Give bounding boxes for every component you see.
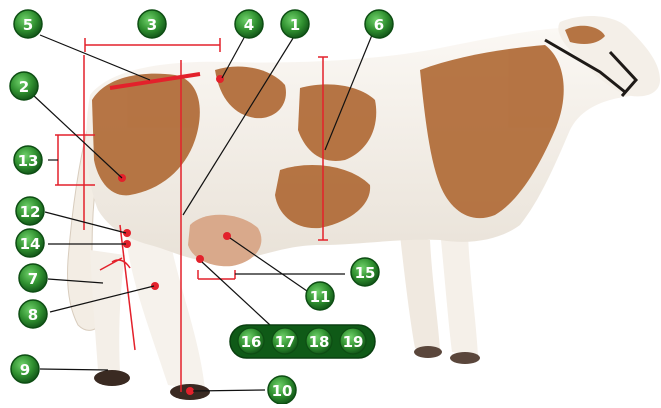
badge-5-text: 5 <box>23 16 33 34</box>
badge-11: 11 <box>305 281 335 311</box>
leader-5 <box>39 34 151 81</box>
point-teat <box>196 255 204 263</box>
badge-10-text: 10 <box>272 382 293 400</box>
badge-group-16-19: 16 17 18 19 <box>229 324 376 359</box>
badge-19-text: 19 <box>343 333 364 351</box>
leader-10 <box>192 389 266 392</box>
leader-1 <box>182 34 296 216</box>
badge-17: 17 <box>271 327 299 355</box>
label-badges: 1 2 3 4 5 6 7 8 <box>9 9 394 405</box>
leader-7 <box>47 278 104 284</box>
badge-5: 5 <box>13 9 43 39</box>
badge-12-text: 12 <box>20 203 41 221</box>
cow-tail <box>67 99 111 331</box>
hoof-front-far <box>414 346 442 358</box>
badge-7: 7 <box>18 263 48 293</box>
badge-6-text: 6 <box>374 16 384 34</box>
leader-4 <box>221 35 246 79</box>
badge-18: 18 <box>305 327 333 355</box>
badge-18-text: 18 <box>309 333 330 351</box>
badge-15-text: 15 <box>355 264 376 282</box>
point-udder <box>223 232 231 240</box>
badge-2-text: 2 <box>19 78 29 96</box>
badge-group-pill <box>229 324 376 359</box>
leader-12 <box>44 211 127 234</box>
badge-17-text: 17 <box>275 333 296 351</box>
hind-leg-near <box>125 230 205 390</box>
leg-angle-arc <box>111 259 131 269</box>
point-leg <box>151 282 159 290</box>
point-hock-lower <box>123 240 131 248</box>
rump-angle-line <box>109 72 201 90</box>
hoof-rear-far <box>94 370 130 386</box>
badge-7-text: 7 <box>28 270 38 288</box>
badge-16-text: 16 <box>241 333 262 351</box>
badge-3: 3 <box>137 9 167 39</box>
badge-13: 13 <box>13 145 43 175</box>
badge-13-text: 13 <box>18 152 39 170</box>
leader-group <box>201 261 271 326</box>
badge-15: 15 <box>350 257 380 287</box>
badge-14-text: 14 <box>20 235 41 253</box>
badge-1: 1 <box>280 9 310 39</box>
badge-9: 9 <box>10 354 40 384</box>
badge-12: 12 <box>15 196 45 226</box>
leg-angle-line-a <box>119 224 136 351</box>
badge-4: 4 <box>234 9 264 39</box>
badge-8-text: 8 <box>28 306 38 324</box>
point-hock-upper <box>123 229 131 237</box>
badge-14: 14 <box>15 228 45 258</box>
front-leg-far <box>400 235 440 350</box>
badge-2: 2 <box>9 71 39 101</box>
badge-9-text: 9 <box>20 361 30 379</box>
badge-16: 16 <box>237 327 265 355</box>
badge-11-text: 11 <box>310 288 331 306</box>
cow-halter <box>544 38 639 97</box>
point-hoof <box>186 387 194 395</box>
leader-11 <box>229 237 308 292</box>
measurement-lines <box>55 38 328 392</box>
leader-6 <box>324 34 373 151</box>
cow-udder <box>188 214 262 267</box>
badge-1-text: 1 <box>290 16 300 34</box>
badge-19: 19 <box>339 327 367 355</box>
hind-leg-far <box>90 250 125 372</box>
front-leg-near <box>440 230 478 356</box>
leader-9 <box>39 368 109 371</box>
badge-3-text: 3 <box>147 16 157 34</box>
leader-8 <box>49 285 155 313</box>
badge-8: 8 <box>18 299 48 329</box>
badge-10: 10 <box>267 375 297 405</box>
badge-6: 6 <box>364 9 394 39</box>
leader-lines <box>32 34 373 392</box>
badge-4-text: 4 <box>244 16 254 34</box>
hoof-front-near <box>450 352 480 364</box>
leader-2 <box>32 94 123 179</box>
